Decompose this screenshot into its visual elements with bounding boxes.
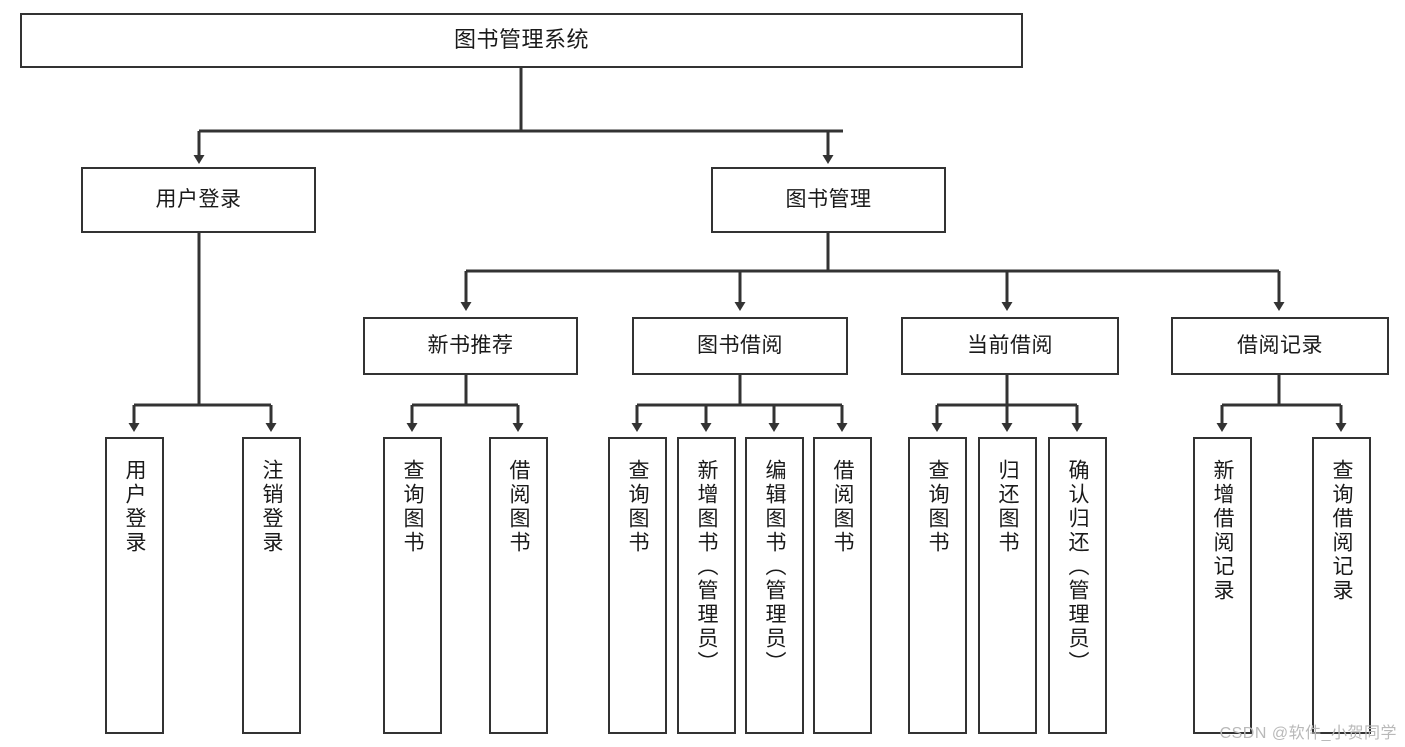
node-book-borrow-label: 图书借阅 xyxy=(697,334,783,358)
leaf-query-book-2-label: 查询图书 xyxy=(626,459,649,555)
node-new-book-recommend-label: 新书推荐 xyxy=(427,334,514,358)
leaf-borrow-book-2-label: 借阅图书 xyxy=(831,459,854,555)
leaf-add-book[interactable]: 新增图书（管理员） xyxy=(677,437,736,734)
leaf-query-record-label: 查询借阅记录 xyxy=(1330,459,1353,603)
node-root[interactable]: 图书管理系统 xyxy=(20,13,1023,68)
leaf-user-login-label: 用户登录 xyxy=(123,459,146,555)
node-book-borrow[interactable]: 图书借阅 xyxy=(632,317,848,375)
leaf-user-login[interactable]: 用户登录 xyxy=(105,437,164,734)
leaf-edit-book[interactable]: 编辑图书（管理员） xyxy=(745,437,804,734)
leaf-borrow-book-2[interactable]: 借阅图书 xyxy=(813,437,872,734)
node-new-book-recommend[interactable]: 新书推荐 xyxy=(363,317,578,375)
leaf-query-book-1-label: 查询图书 xyxy=(401,459,424,555)
leaf-user-logout-label: 注销登录 xyxy=(260,459,283,555)
leaf-query-book-1[interactable]: 查询图书 xyxy=(383,437,442,734)
node-user-login[interactable]: 用户登录 xyxy=(81,167,316,233)
leaf-add-book-label: 新增图书（管理员） xyxy=(695,459,718,675)
leaf-add-record[interactable]: 新增借阅记录 xyxy=(1193,437,1252,734)
leaf-query-record[interactable]: 查询借阅记录 xyxy=(1312,437,1371,734)
node-current-borrow[interactable]: 当前借阅 xyxy=(901,317,1119,375)
node-book-manage-label: 图书管理 xyxy=(785,188,872,212)
leaf-user-logout[interactable]: 注销登录 xyxy=(242,437,301,734)
leaf-borrow-book-1[interactable]: 借阅图书 xyxy=(489,437,548,734)
leaf-query-book-3[interactable]: 查询图书 xyxy=(908,437,967,734)
leaf-edit-book-label: 编辑图书（管理员） xyxy=(763,459,786,675)
node-root-label: 图书管理系统 xyxy=(453,27,589,53)
leaf-query-book-2[interactable]: 查询图书 xyxy=(608,437,667,734)
leaf-confirm-return-label: 确认归还（管理员） xyxy=(1066,459,1089,675)
node-user-login-label: 用户登录 xyxy=(155,188,242,212)
leaf-return-book-label: 归还图书 xyxy=(996,459,1019,555)
node-borrow-record[interactable]: 借阅记录 xyxy=(1171,317,1389,375)
node-current-borrow-label: 当前借阅 xyxy=(967,334,1053,358)
node-borrow-record-label: 借阅记录 xyxy=(1237,334,1323,358)
leaf-return-book[interactable]: 归还图书 xyxy=(978,437,1037,734)
leaf-confirm-return[interactable]: 确认归还（管理员） xyxy=(1048,437,1107,734)
leaf-add-record-label: 新增借阅记录 xyxy=(1211,459,1234,603)
leaf-borrow-book-1-label: 借阅图书 xyxy=(507,459,530,555)
leaf-query-book-3-label: 查询图书 xyxy=(926,459,949,555)
node-book-manage[interactable]: 图书管理 xyxy=(711,167,946,233)
